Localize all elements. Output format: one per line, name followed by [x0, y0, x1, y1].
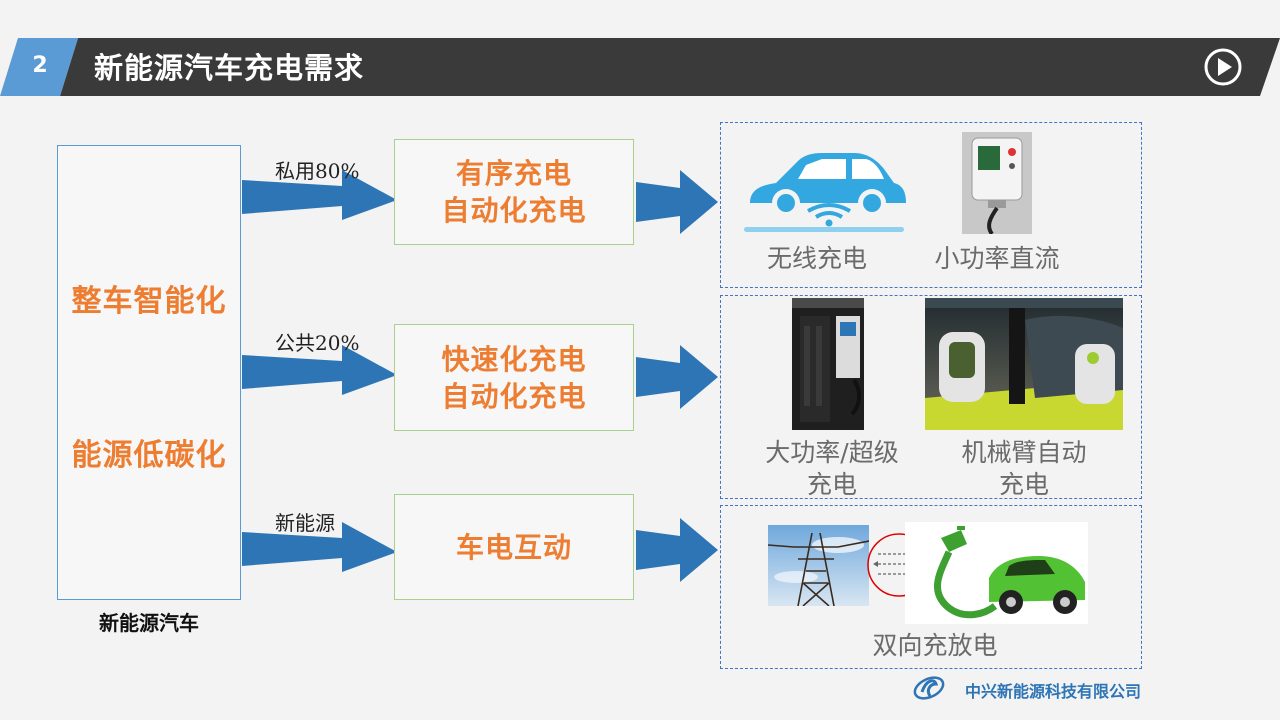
- caption-line: 充电: [998, 470, 1049, 499]
- mode-line: 自动化充电: [441, 379, 587, 413]
- section-number: 2: [32, 53, 48, 78]
- mode-box-fast: 快速化充电 自动化充电: [394, 324, 634, 431]
- vehicle-trend-1: 整车智能化: [71, 284, 227, 319]
- bidirectional-arrows-icon: [867, 533, 931, 597]
- caption-line: 机械臂自动: [961, 438, 1087, 467]
- arrow-panel-3: [636, 518, 718, 582]
- panel-private: [720, 122, 1142, 288]
- arrow-panel-2: [636, 345, 718, 409]
- small-dc-charger-icon: [962, 132, 1032, 234]
- mode-line: 自动化充电: [441, 194, 587, 227]
- arrow-panel-1: [636, 170, 718, 234]
- mode-box-orderly: 有序充电 自动化充电: [394, 139, 634, 245]
- route-label-private: 私用80%: [275, 159, 360, 183]
- company-logo: [913, 676, 945, 700]
- panel-v2g: [720, 505, 1142, 669]
- header-bar: [60, 38, 1280, 96]
- caption-small-dc: 小功率直流: [934, 244, 1060, 273]
- route-label-new-energy: 新能源: [275, 511, 335, 535]
- arrow-route-2: [242, 345, 397, 395]
- caption-high-power: 大功率/超级 充电: [752, 437, 912, 501]
- mode-line: 车电互动: [455, 530, 572, 564]
- mode-box-v2g: 车电互动: [394, 494, 634, 600]
- arrow-route-1: [242, 170, 397, 220]
- caption-bidirectional: 双向充放电: [872, 631, 998, 660]
- caption-wireless: 无线充电: [766, 244, 867, 273]
- arrow-route-3: [242, 522, 397, 572]
- play-icon[interactable]: [1203, 47, 1243, 87]
- section-number-badge: [0, 38, 78, 96]
- vehicle-trend-2: 能源低碳化: [71, 438, 227, 473]
- mode-line: 快速化充电: [441, 342, 587, 376]
- caption-line: 大功率/超级: [765, 438, 899, 467]
- caption-line: 充电: [806, 470, 857, 499]
- caption-robotic-arm: 机械臂自动 充电: [944, 437, 1104, 501]
- green-ev-plug-photo: [905, 522, 1088, 624]
- route-label-public: 公共20%: [275, 331, 360, 355]
- vehicle-caption: 新能源汽车: [99, 611, 199, 635]
- wireless-car-icon: [744, 153, 906, 232]
- vehicle-box: [57, 145, 241, 600]
- power-tower-photo: [768, 525, 869, 606]
- company-name: 中兴新能源科技有限公司: [965, 682, 1142, 701]
- panel-public: [720, 295, 1142, 499]
- mode-line: 有序充电: [455, 157, 572, 190]
- page-title: 新能源汽车充电需求: [94, 51, 365, 85]
- high-power-charger-icon: [792, 298, 864, 430]
- robotic-arm-charger-photo: [925, 298, 1123, 430]
